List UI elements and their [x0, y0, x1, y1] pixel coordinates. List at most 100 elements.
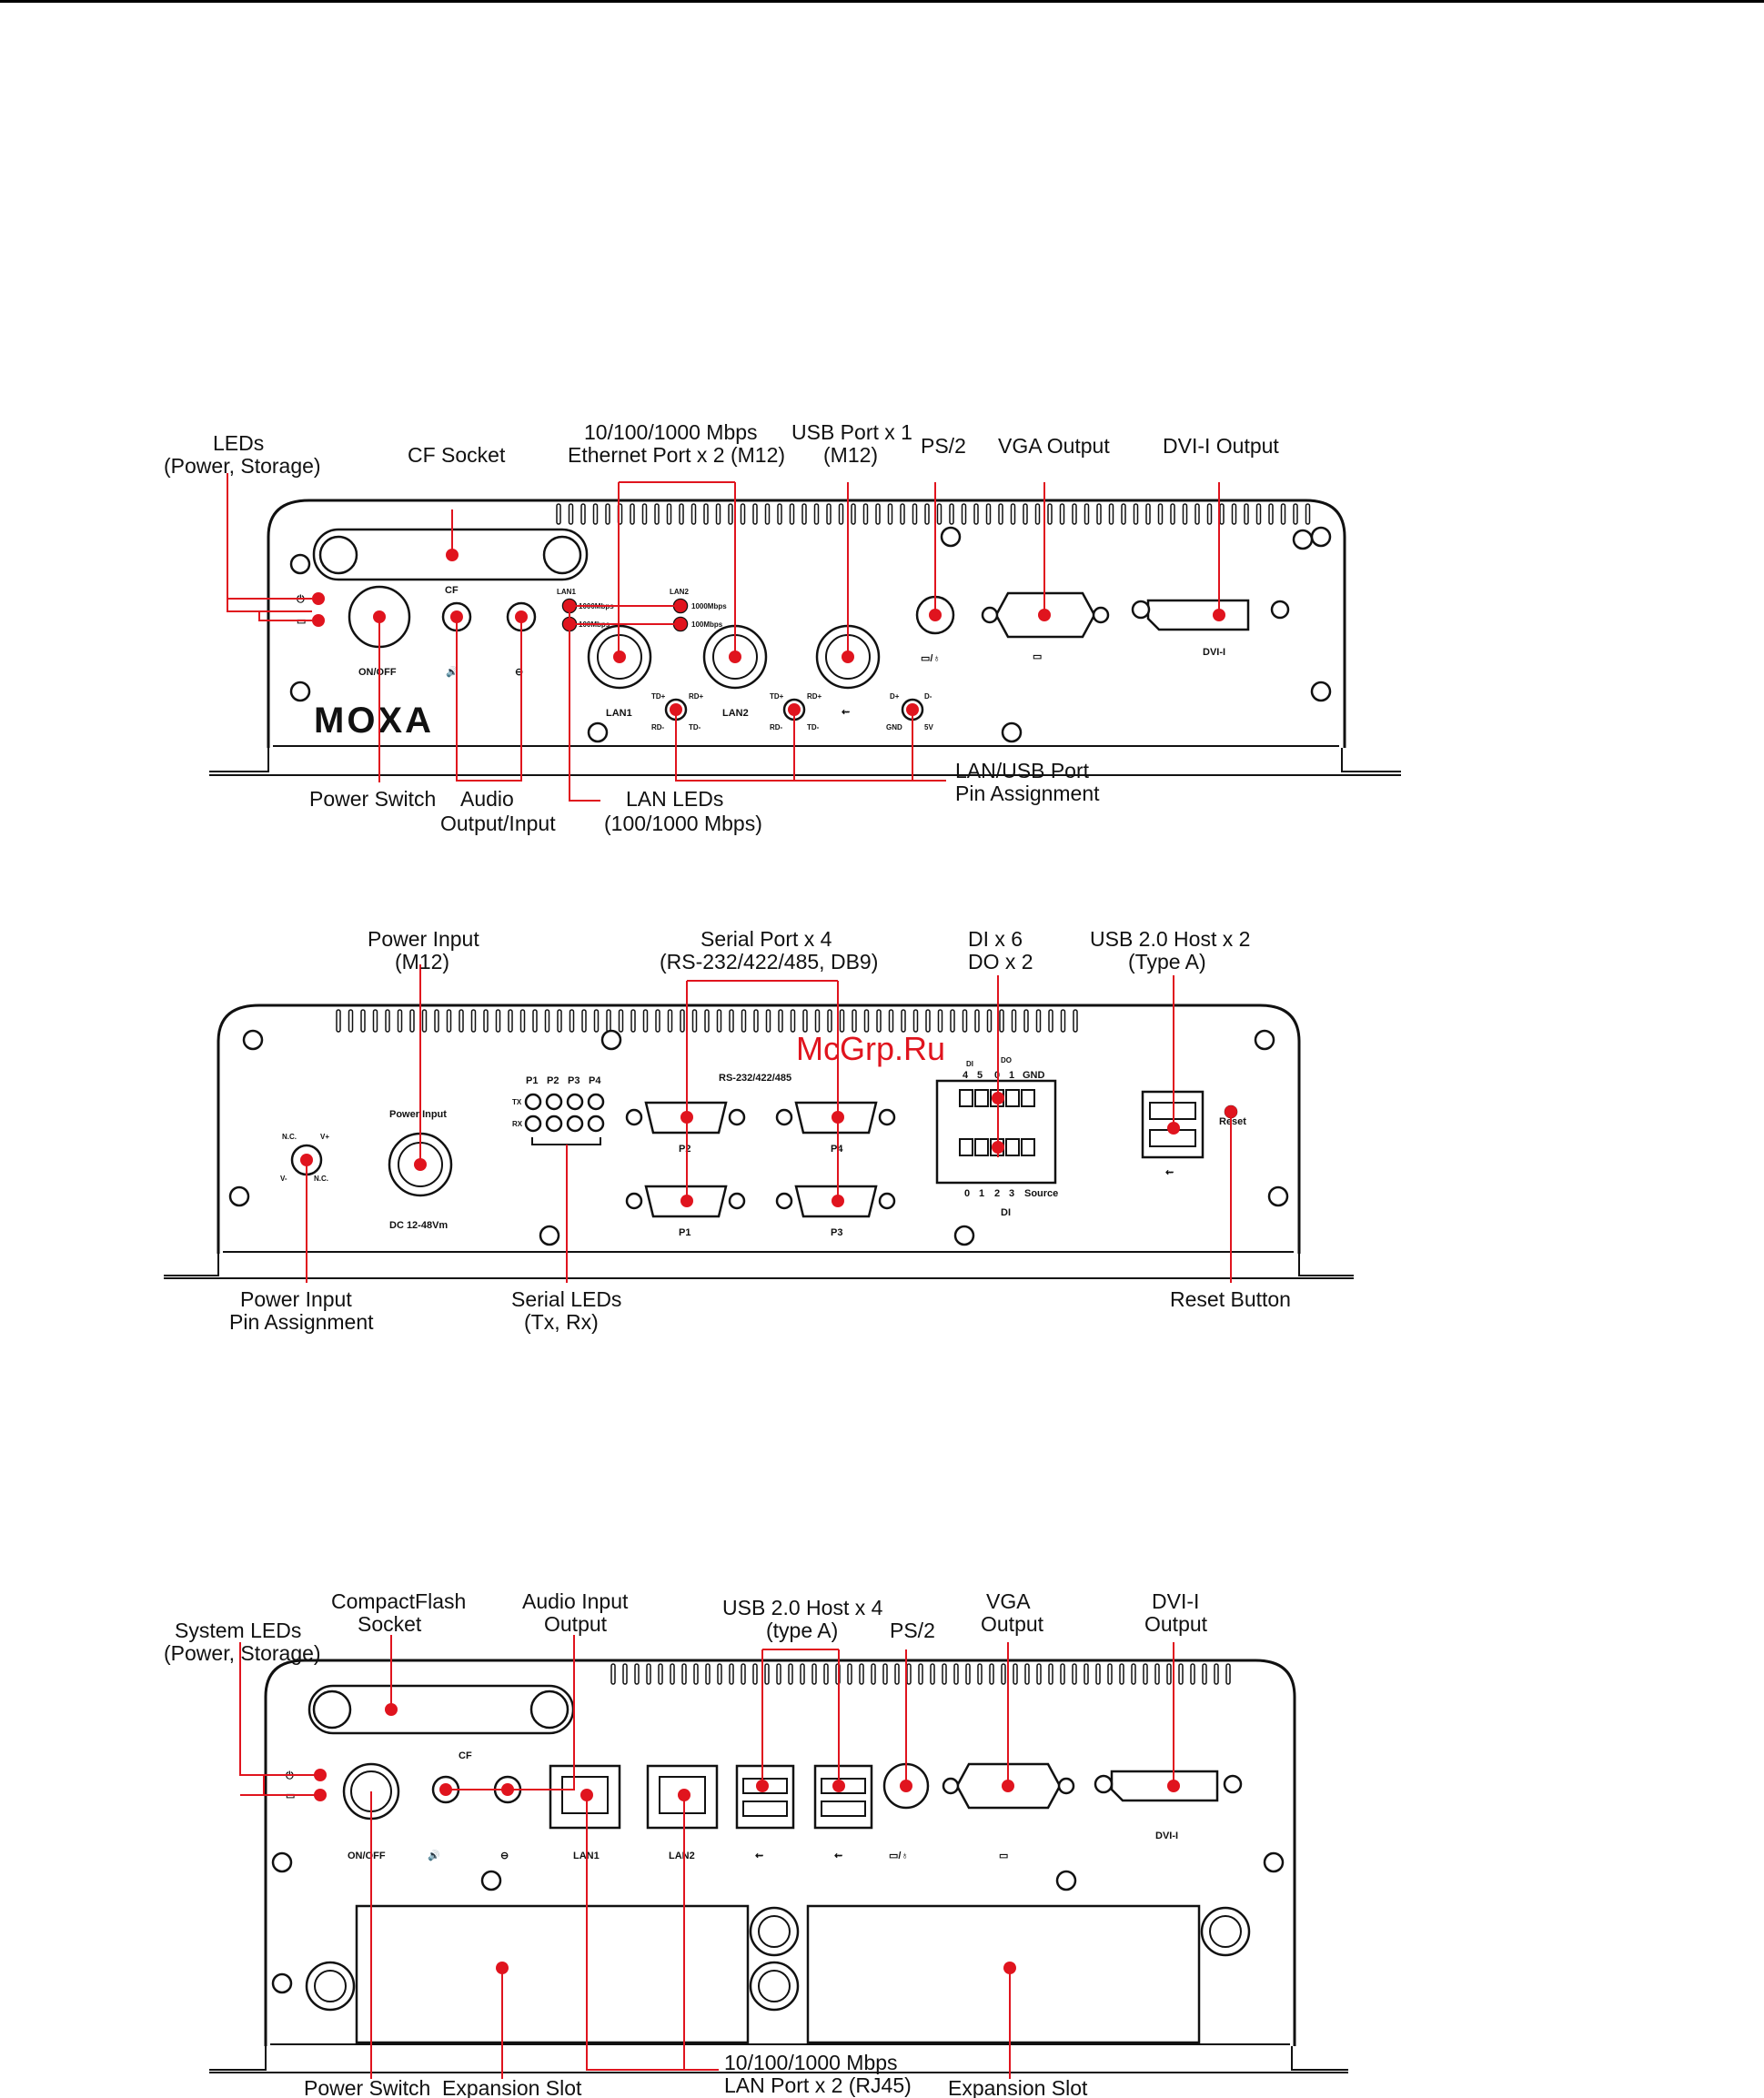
label-dvi: DVI-I Output [1163, 434, 1279, 458]
led-rx: RX [512, 1120, 523, 1128]
thumb-screws [305, 1906, 1251, 2012]
label-vga: VGA Output [998, 434, 1110, 458]
p1-marking: P1 [679, 1227, 690, 1238]
di-bottom-marking: DI [1001, 1207, 1011, 1218]
pin-tdplus: TD+ [651, 692, 666, 701]
label-power-switch: Power Switch [309, 787, 436, 811]
label-usb-sub: (M12) [823, 443, 878, 467]
keyboard-mouse-icon: ▭/♁ [921, 653, 941, 664]
label-usb: USB Port x 1 [791, 420, 912, 444]
pin-rdplus-2: RD+ [807, 692, 822, 701]
usb-host-2[interactable] [813, 1764, 873, 1830]
dc-marking: DC 12-48Vm [389, 1220, 448, 1231]
label-compactflash: CompactFlash [331, 1589, 466, 1613]
label-dvi-3: DVI-I [1152, 1589, 1199, 1613]
pin-vplus: V+ [320, 1133, 329, 1141]
label-di: DI x 6 [968, 927, 1023, 951]
label-leds-sub: (Power, Storage) [164, 454, 321, 478]
dio-5: 5 [977, 1070, 983, 1081]
cooling-fins-3 [610, 1663, 1231, 1685]
moxa-logo: MOXA [314, 701, 434, 741]
pin-5v: 5V [924, 723, 933, 731]
mic-icon-3: ⊖ [500, 1851, 509, 1861]
pin-gnd: GND [886, 723, 902, 731]
label-vga-3: VGA [986, 1589, 1031, 1613]
rs-marking: RS-232/422/485 [719, 1073, 791, 1084]
mic-icon: ⊖ [515, 667, 523, 678]
label-compactflash-sub: Socket [358, 1612, 422, 1636]
label-ethernet-sub: Ethernet Port x 2 (M12) [568, 443, 785, 467]
panel-front-rj45: CF ⏻▭ ON/OFF 🔊 ⊖ LAN1 LAN2 ⇜ ⇜ ▭/♁ ▭ DVI… [164, 1589, 1348, 2098]
dio-gnd: GND [1023, 1070, 1045, 1081]
reset-marking: Reset [1219, 1116, 1246, 1127]
label-do: DO x 2 [968, 950, 1033, 973]
led-p2: P2 [547, 1075, 559, 1086]
label-expansion-1: Expansion Slot [442, 2076, 582, 2098]
panel-front-m12: CF ⏻▭ ON/OFF 🔊 ⊖ MOXA LAN1 LAN2 1000Mbps… [164, 420, 1401, 835]
led-p4: P4 [589, 1075, 601, 1086]
usb-icon-3b: ⇜ [834, 1851, 842, 1861]
pin-rdminus-2: RD- [770, 723, 783, 731]
label-system-leds: System LEDs [175, 1619, 301, 1642]
pin-dminus: D- [924, 692, 932, 701]
cooling-fins-2 [336, 1009, 1078, 1033]
pin-vminus: V- [280, 1175, 287, 1183]
dvi-port-3[interactable] [1110, 1770, 1219, 1802]
serial-port-p1[interactable] [625, 1185, 746, 1218]
label-usb-host: USB 2.0 Host x 2 [1090, 927, 1250, 951]
expansion-slot-2[interactable] [806, 1904, 1201, 2044]
di-1: 1 [979, 1188, 984, 1199]
label-audio-3-sub: Output [544, 1612, 608, 1636]
dvi-port[interactable] [1146, 599, 1250, 631]
mounting-feet [209, 748, 1401, 772]
lan1-led-marking: LAN1 [557, 588, 576, 596]
label-power-pin: Power Input [240, 1287, 352, 1311]
label-serial-sub: (RS-232/422/485, DB9) [660, 950, 878, 973]
onoff-marking-3: ON/OFF [348, 1851, 386, 1861]
pin-tdplus-2: TD+ [770, 692, 784, 701]
watermark: McGrp.Ru [796, 1030, 945, 1067]
usb-host-1[interactable] [735, 1764, 795, 1830]
di-2: 2 [994, 1188, 1000, 1199]
label-serial: Serial Port x 4 [701, 927, 832, 951]
speaker-icon-3: 🔊 [428, 1849, 440, 1861]
monitor-icon-3: ▭ [999, 1851, 1008, 1861]
speaker-icon: 🔊 [446, 665, 459, 678]
lan2-marking: LAN2 [722, 708, 749, 719]
lan1-marking: LAN1 [606, 708, 632, 719]
pin-nc2: N.C. [314, 1175, 328, 1183]
label-lan-leds: LAN LEDs [626, 787, 723, 811]
label-ps2: PS/2 [921, 434, 966, 458]
label-cf-socket: CF Socket [408, 443, 506, 467]
label-audio: Audio [460, 787, 514, 811]
pin-rdminus: RD- [651, 723, 665, 731]
dvi-marking: DVI-I [1203, 647, 1225, 658]
label-lan-3: 10/100/1000 Mbps [724, 2051, 898, 2074]
label-power-input-sub: (M12) [395, 950, 449, 973]
cooling-fins [556, 503, 1311, 525]
label-usb-3-sub: (type A) [766, 1619, 838, 1642]
usb-icon: ⇜ [842, 707, 850, 718]
label-vga-3-sub: Output [981, 1612, 1044, 1636]
label-dvi-3-sub: Output [1144, 1612, 1208, 1636]
di-0: 0 [964, 1188, 970, 1199]
p3-marking: P3 [831, 1227, 842, 1238]
dio-4: 4 [963, 1070, 969, 1081]
p2-marking: P2 [679, 1144, 690, 1155]
panel-rear: N.C. V+ V- N.C. Power Input DC 12-48Vm P… [164, 927, 1354, 1334]
monitor-icon: ▭ [1033, 651, 1042, 662]
di-top-marking: DI [966, 1060, 973, 1068]
label-ethernet: 10/100/1000 Mbps [584, 420, 758, 444]
pin-dplus: D+ [890, 692, 900, 701]
cf-marking-3: CF [459, 1750, 472, 1761]
serial-led-grid [524, 1093, 605, 1133]
dio-1: 1 [1009, 1070, 1014, 1081]
keyboard-mouse-icon-3: ▭/♁ [889, 1851, 909, 1861]
led-tx: TX [512, 1098, 522, 1106]
pin-rdplus: RD+ [689, 692, 704, 701]
led-p3: P3 [568, 1075, 580, 1086]
expansion-slot-1[interactable] [355, 1904, 750, 2044]
label-usb-host-sub: (Type A) [1128, 950, 1206, 973]
cf-marking: CF [445, 585, 459, 596]
label-audio-sub: Output/Input [440, 812, 556, 835]
